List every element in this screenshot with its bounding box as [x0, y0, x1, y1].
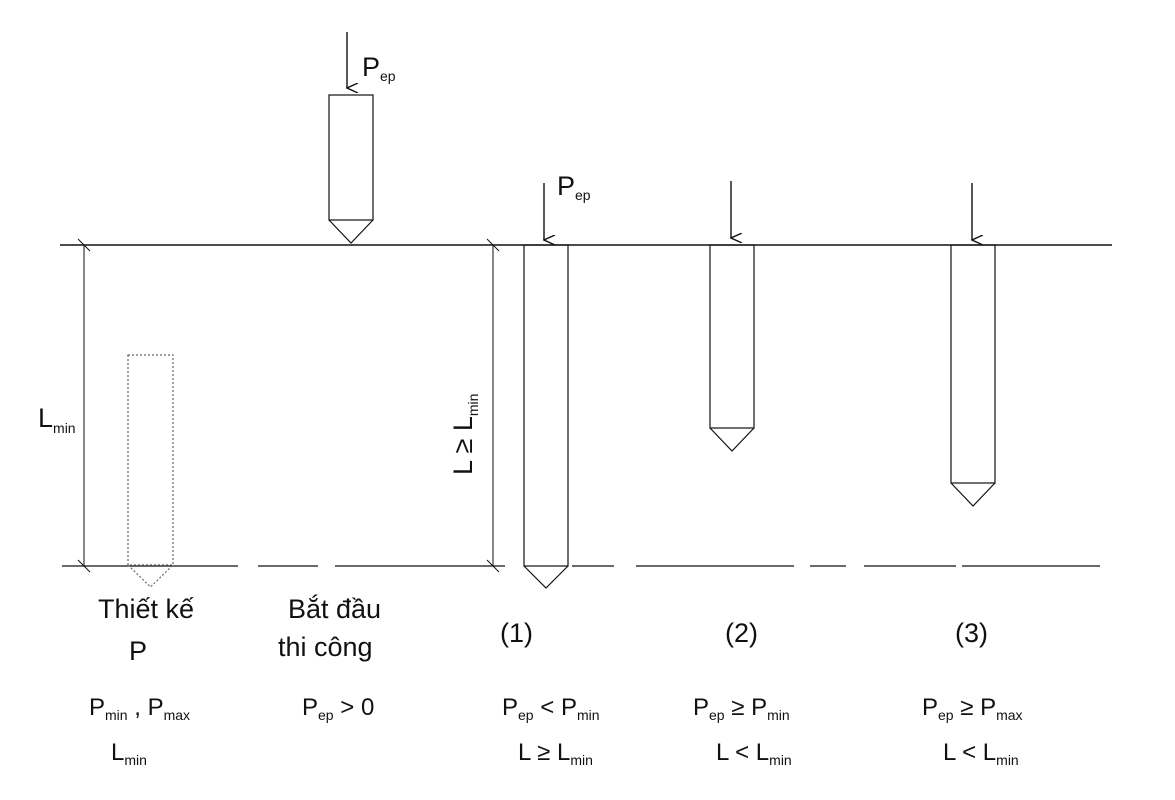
case2-cond2: L < Lmin	[716, 739, 792, 768]
case1-pile	[523, 244, 569, 589]
start-column-labels: Bắt đầu thi công Pep > 0	[278, 593, 381, 723]
case3-pile	[950, 244, 996, 507]
lmin-left-label: Lmin	[38, 403, 76, 436]
lmin-dimension-left	[77, 238, 91, 573]
start-pile	[328, 94, 374, 244]
design-column-labels: Thiết kế P Pmin , Pmax Lmin	[89, 594, 194, 768]
case1-cond2: L ≥ Lmin	[518, 739, 593, 768]
design-cond1: Pmin , Pmax	[89, 694, 190, 723]
design-p: P	[129, 636, 147, 666]
case3-column-labels: (3) Pep ≥ Pmax L < Lmin	[922, 618, 1023, 768]
start-cond: Pep > 0	[302, 694, 374, 723]
case2-column-labels: (2) Pep ≥ Pmin L < Lmin	[693, 618, 792, 768]
case3-cond1: Pep ≥ Pmax	[922, 694, 1023, 723]
pep-top-label: Pep	[362, 52, 396, 84]
case3-title: (3)	[955, 618, 988, 648]
design-title: Thiết kế	[98, 594, 194, 624]
design-cond2: Lmin	[111, 739, 147, 768]
case2-title: (2)	[725, 618, 758, 648]
design-pile	[127, 354, 174, 588]
start-title-2: thi công	[278, 632, 373, 662]
pep-case1-label: Pep	[557, 171, 591, 203]
case2-pile	[709, 244, 755, 452]
case3-cond2: L < Lmin	[943, 739, 1019, 768]
case1-title: (1)	[500, 618, 533, 648]
lmin-dimension-case1	[486, 238, 500, 573]
case2-cond1: Pep ≥ Pmin	[693, 694, 790, 723]
lmin-case1-label: L ≥ Lmin	[448, 394, 481, 475]
start-title-1: Bắt đầu	[288, 593, 381, 624]
case1-cond1: Pep < Pmin	[502, 694, 600, 723]
case1-column-labels: (1) Pep < Pmin L ≥ Lmin	[500, 618, 600, 768]
